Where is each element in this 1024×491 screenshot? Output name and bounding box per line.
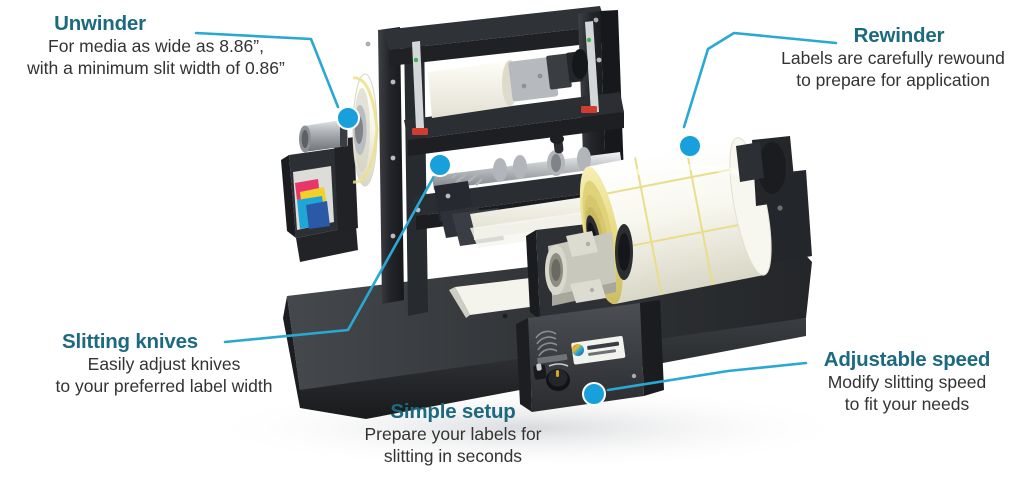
rewind-spindle	[545, 224, 633, 306]
callout-body-slitting-knives-line-1: Easily adjust knives	[87, 354, 241, 374]
fan-grille	[535, 330, 558, 357]
callout-title-slitting-knives: Slitting knives	[62, 330, 198, 353]
callout-rewinder: Rewinder Labels are carefully rewound to…	[762, 24, 1024, 91]
callout-title-simple-setup: Simple setup	[390, 400, 516, 423]
callout-body-rewinder-line-2: to prepare for application	[796, 69, 990, 90]
callout-slitting-knives: Slitting knives Easily adjust knives to …	[18, 330, 310, 397]
callout-body-simple-setup-line-1: Prepare your labels for	[364, 424, 542, 444]
callout-body-unwinder-line-1: For media as wide as 8.86”,	[48, 36, 264, 56]
toggle-switch	[533, 363, 547, 380]
rotary-knob	[546, 363, 570, 391]
color-sticker	[293, 166, 334, 230]
callout-title-adjustable-speed: Adjustable speed	[823, 348, 991, 371]
callout-title-rewinder: Rewinder	[853, 24, 945, 47]
rewind-end-bracket	[736, 136, 796, 206]
callout-body-slitting-knives-line-2: to your preferred label width	[55, 375, 273, 396]
callout-body-adjustable-speed-line-2: to fit your needs	[844, 393, 970, 414]
brand-logo-badge	[571, 336, 626, 365]
callout-simple-setup: Simple setup Prepare your labels for sli…	[330, 400, 576, 467]
control-panel	[516, 300, 664, 412]
unwind-roll	[352, 73, 379, 187]
knife-spring	[451, 172, 483, 186]
callout-unwinder: Unwinder For media as wide as 8.86”, wit…	[0, 12, 312, 79]
drive-roll-assembly	[428, 49, 588, 118]
callout-title-unwinder: Unwinder	[54, 12, 146, 35]
callout-body-simple-setup-line-2: slitting in seconds	[383, 445, 523, 466]
unwind-pedestal	[281, 137, 358, 262]
callout-body-unwinder-line-2: with a minimum slit width of 0.86”	[27, 57, 285, 78]
callout-body-adjustable-speed-line-1: Modify slitting speed	[827, 372, 987, 392]
callout-adjustable-speed: Adjustable speed Modify slitting speed t…	[790, 348, 1024, 415]
callout-body-rewinder-line-1: Labels are carefully rewound	[781, 48, 1005, 68]
